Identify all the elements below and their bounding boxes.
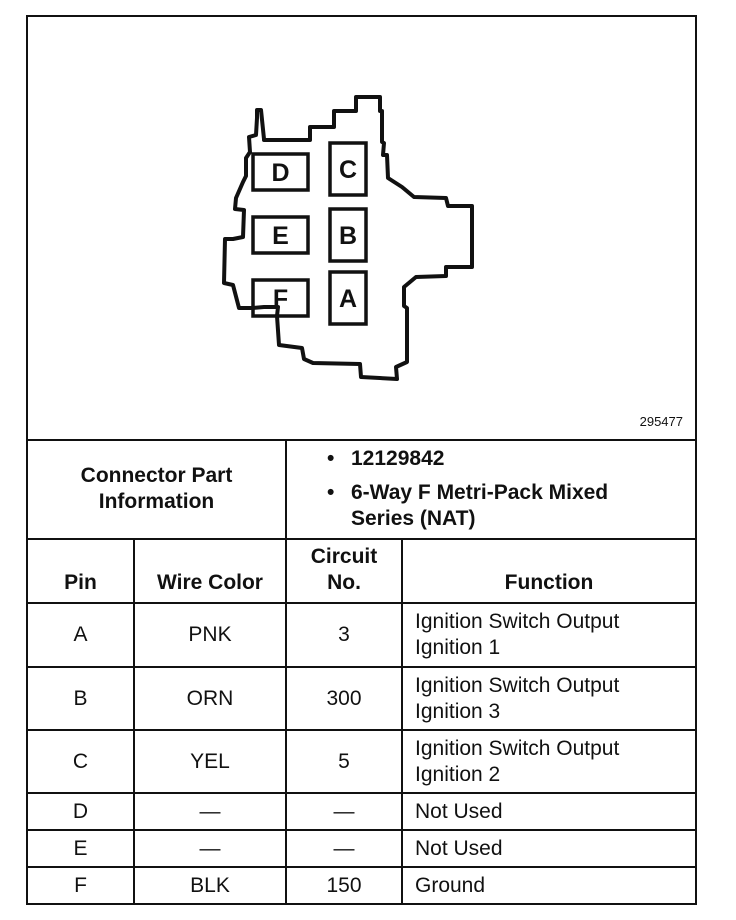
pin-cell: E [28,829,135,868]
table-header-row: Pin Wire Color Circuit No. Function [28,538,696,604]
cavity-a [328,270,368,326]
bullet-icon: • [327,480,335,504]
info-label-line2: Information [98,489,215,513]
circuit-header-line1: Circuit [310,545,378,568]
circuit-column-header: Circuit No. [285,538,403,604]
connector-housing-outline [222,95,474,381]
function-line: Ground [415,874,486,897]
function-line: Ignition 2 [415,762,501,786]
wire-color-cell: ORN [133,666,287,731]
table-row: D——Not Used [28,792,696,831]
wire-color-cell: YEL [133,729,287,794]
circuit-header-line2: No. [327,571,361,594]
circuit-cell: 150 [285,866,403,904]
wire-color-cell: BLK [133,866,287,904]
wire-color-cell: — [133,792,287,831]
description-line2: Series (NAT) [351,506,476,530]
cavity-label-d: D [271,159,289,187]
pin-cell: C [28,729,135,794]
connector-diagram-panel: D C E B F A 295477 [28,17,695,441]
part-number: 12129842 [351,446,445,470]
connector-info-row: Connector Part Information • 12129842 • … [28,439,696,540]
circuit-cell: 5 [285,729,403,794]
pin-cell: D [28,792,135,831]
table-row: E——Not Used [28,829,696,868]
function-column-header: Function [400,538,696,604]
connector-info-table: Connector Part Information • 12129842 • … [28,439,696,904]
connector-face-diagram: D C E B F A [222,95,474,381]
circuit-cell: 3 [285,603,403,668]
info-label-line1: Connector Part [80,463,233,487]
cavity-b [328,207,368,263]
wire-color-column-header: Wire Color [133,538,287,604]
function-line: Ignition Switch Output [415,610,620,633]
function-cell: Not Used [400,829,696,868]
cavity-label-e: E [272,222,289,250]
function-line: Not Used [415,799,503,823]
function-cell: Ground [400,866,696,904]
circuit-cell: 300 [285,666,403,731]
function-line: Ignition Switch Output [415,673,620,697]
cavity-label-b: B [339,222,357,250]
bullet-icon: • [327,446,335,470]
function-line: Ignition Switch Output [415,736,620,760]
function-line: Ignition 1 [415,636,501,659]
connector-part-info-list: • 12129842 • 6-Way F Metri-Pack Mixed Se… [284,439,696,540]
pin-cell: A [28,603,135,668]
cavity-label-f: F [273,285,288,313]
description-item: • 6-Way F Metri-Pack Mixed Series (NAT) [327,480,695,532]
cavity-f [251,278,310,318]
cavity-e [251,215,310,255]
cavity-d [251,152,310,192]
wire-color-cell: — [133,829,287,868]
pin-column-header: Pin [28,538,135,604]
cavity-label-a: A [339,285,357,313]
connector-part-info-label: Connector Part Information [28,439,287,540]
pin-cell: B [28,666,135,731]
figure-id-label: 295477 [639,414,683,429]
function-line: Not Used [415,836,503,860]
function-line: Ignition 3 [415,699,501,723]
function-cell: Not Used [400,792,696,831]
cavity-c [328,141,368,197]
circuit-cell: — [285,829,403,868]
description-line1: 6-Way F Metri-Pack Mixed [351,480,609,504]
part-number-item: • 12129842 [327,446,695,472]
pin-cell: F [28,866,135,904]
wire-color-cell: PNK [133,603,287,668]
cavity-label-c: C [339,156,357,184]
circuit-cell: — [285,792,403,831]
